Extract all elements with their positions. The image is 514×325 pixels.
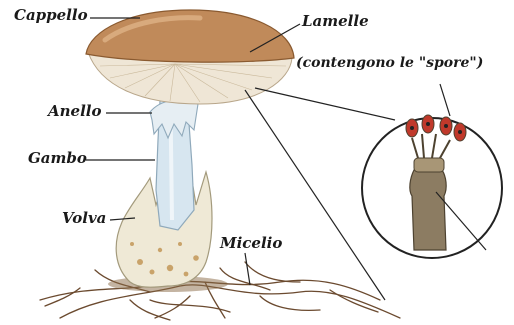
label-anello: Anello (48, 104, 102, 119)
label-volva: Volva (62, 211, 106, 226)
label-cappello: Cappello (14, 8, 88, 23)
mycelium-roots (40, 262, 400, 320)
label-lamelle: Lamelle (302, 14, 369, 29)
label-gambo: Gambo (28, 151, 87, 166)
label-spore-note: (contengono le "spore") (296, 56, 483, 70)
label-micelio: Micelio (220, 236, 282, 251)
